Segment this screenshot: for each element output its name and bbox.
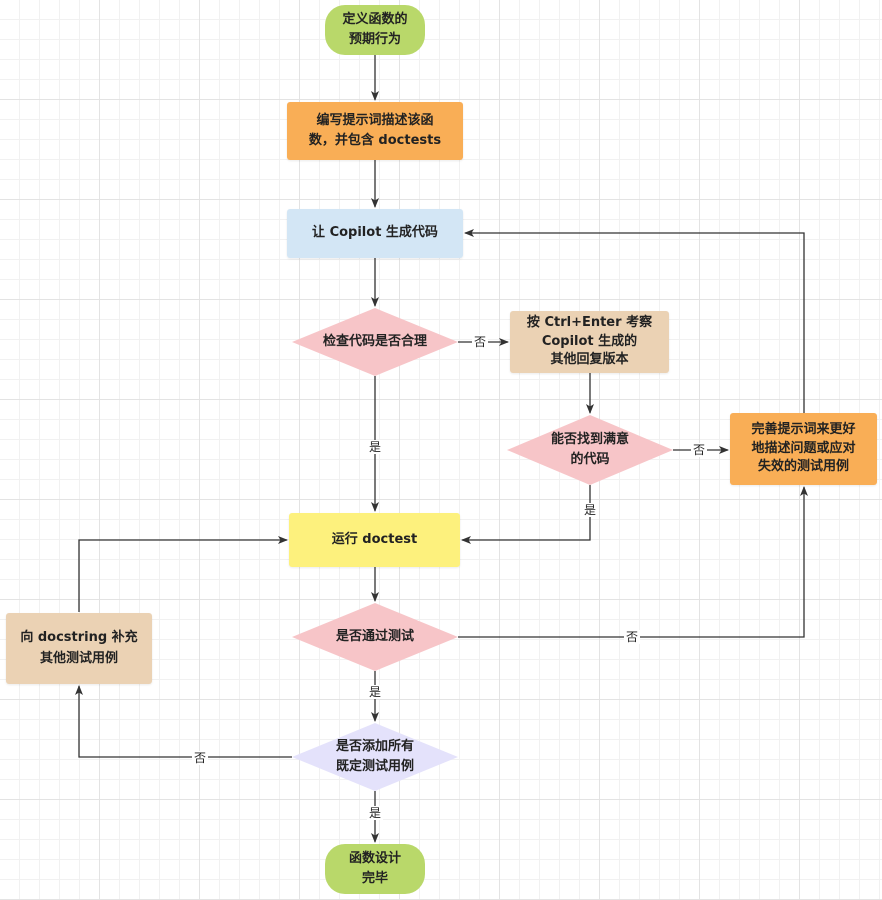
found-code-label: 能否找到满意 的代码: [550, 431, 629, 467]
start-label: 定义函数的 预期行为: [342, 11, 408, 47]
all-tests-added-label-wrap: 是否添加所有 既定测试用例: [310, 735, 440, 779]
edge-label-found-no: 否: [690, 443, 708, 457]
refine-prompt-label: 完善提示词来更好 地描述问题或应对 失效的测试用例: [751, 421, 856, 475]
run-doctest-box: 运行 doctest: [289, 513, 460, 567]
end-label: 函数设计 完毕: [348, 850, 401, 886]
start-terminal: 定义函数的 预期行为: [325, 5, 425, 55]
copilot-generate-label: 让 Copilot 生成代码: [312, 225, 438, 241]
diamond-all-tests-added: [292, 723, 458, 791]
edge-found-to-run: [461, 485, 591, 544]
ctrl-enter-label: 按 Ctrl+Enter 考察 Copilot 生成的 其他回复版本: [526, 314, 653, 368]
refine-prompt-box: 完善提示词来更好 地描述问题或应对 失效的测试用例: [730, 413, 877, 485]
ctrl-enter-box: 按 Ctrl+Enter 考察 Copilot 生成的 其他回复版本: [510, 311, 669, 373]
edge-label-check-yes: 是: [366, 440, 384, 454]
edge-refine-to-generate: [464, 229, 805, 413]
check-code-label: 检查代码是否合理: [322, 333, 427, 349]
check-code-label-wrap: 检查代码是否合理: [300, 322, 450, 362]
add-tests-label: 向 docstring 补充 其他测试用例: [20, 630, 138, 666]
diamond-tests-pass: [292, 603, 458, 671]
edge-label-pass-yes: 是: [366, 685, 384, 699]
run-doctest-label: 运行 doctest: [331, 531, 418, 547]
diamond-check-code: [292, 308, 458, 376]
found-code-label-wrap: 能否找到满意 的代码: [520, 428, 660, 472]
edge-label-added-no: 否: [191, 751, 209, 765]
edge-label-check-no: 否: [471, 335, 489, 349]
edge-add-tests-to-run: [78, 536, 288, 612]
edge-added-to-add-tests: [75, 685, 292, 758]
all-tests-added-label: 是否添加所有 既定测试用例: [335, 738, 414, 774]
copilot-generate-box: 让 Copilot 生成代码: [287, 209, 463, 258]
edge-label-pass-no: 否: [623, 630, 641, 644]
tests-pass-label-wrap: 是否通过测试: [300, 617, 450, 657]
write-prompt-label: 编写提示词描述该函 数，并包含 doctests: [308, 112, 442, 148]
write-prompt-box: 编写提示词描述该函 数，并包含 doctests: [287, 102, 463, 160]
edge-pass-to-refine: [458, 486, 808, 638]
edge-label-found-yes: 是: [581, 503, 599, 517]
diamond-found-code: [507, 415, 673, 485]
edge-label-added-yes: 是: [366, 806, 384, 820]
tests-pass-label: 是否通过测试: [335, 628, 414, 644]
end-terminal: 函数设计 完毕: [325, 844, 425, 894]
add-tests-box: 向 docstring 补充 其他测试用例: [6, 613, 152, 684]
